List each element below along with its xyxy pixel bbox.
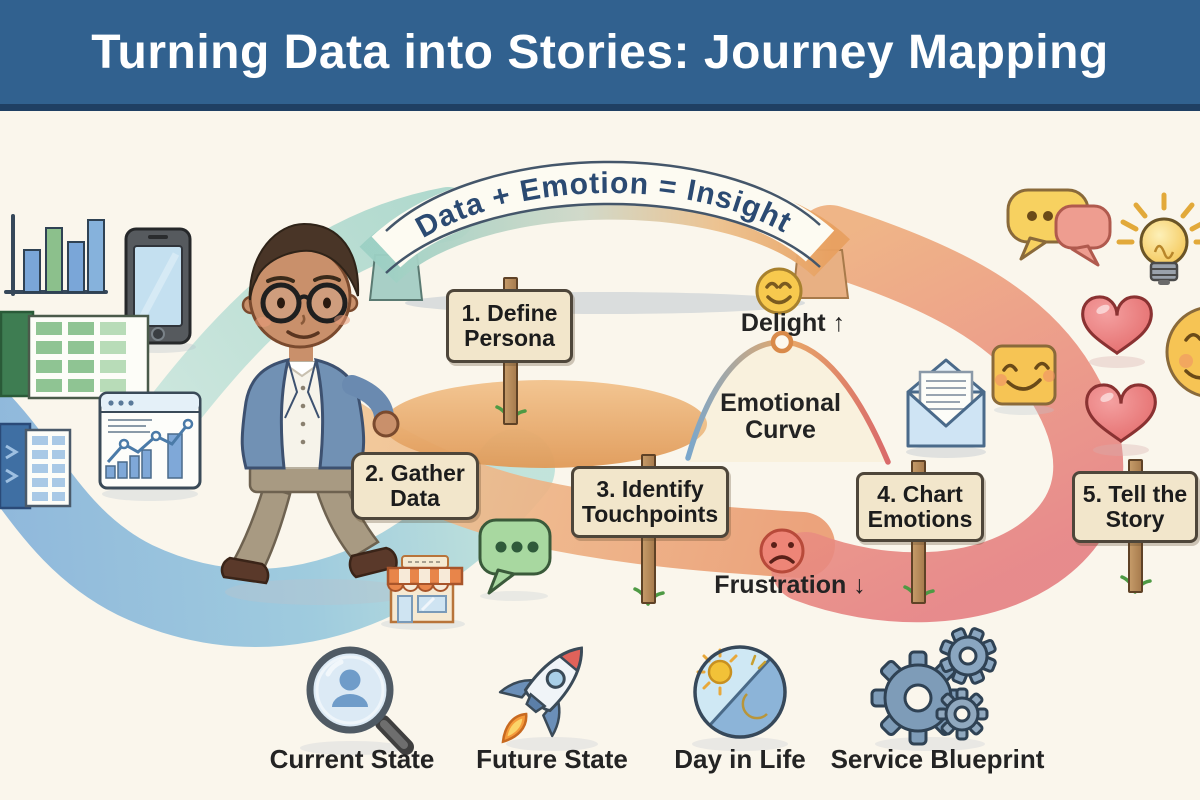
step-sign-identify-touchpoints: 3. Identify Touchpoints bbox=[571, 466, 729, 538]
step-sign-label: 3. Identify Touchpoints bbox=[581, 475, 719, 527]
spreadsheet-green-icon bbox=[0, 310, 150, 400]
heart-icon bbox=[1085, 383, 1157, 456]
rocket-icon bbox=[498, 646, 598, 751]
emotional-curve-line bbox=[685, 330, 891, 465]
legend-label-current-state: Current State bbox=[269, 744, 435, 774]
legend-label-day-in-life: Day in Life bbox=[674, 744, 806, 774]
magnifier-user-icon bbox=[300, 646, 414, 755]
step-sign-define-persona: 1. Define Persona bbox=[446, 289, 573, 363]
analytics-dashboard-icon bbox=[98, 391, 202, 501]
step-sign-label: 1. Define Persona bbox=[461, 299, 558, 351]
header-banner: Turning Data into Stories: Journey Mappi… bbox=[0, 0, 1200, 111]
delight-label: Delight ↑ bbox=[740, 309, 846, 337]
step-sign-chart-emotions: 4. Chart Emotions bbox=[856, 472, 984, 542]
store-icon bbox=[381, 555, 465, 630]
chat-bubbles-icon bbox=[1006, 188, 1112, 267]
step-sign-label: 4. Chart Emotions bbox=[867, 480, 973, 532]
bar-chart-icon bbox=[4, 214, 108, 296]
lightbulb-icon bbox=[1116, 192, 1200, 285]
smiley-delight-icon bbox=[755, 267, 803, 315]
chat-bubble-green-icon bbox=[478, 518, 552, 601]
smiley-square-icon bbox=[991, 344, 1057, 415]
spreadsheet-blue-icon bbox=[0, 422, 72, 510]
walking-person-illustration bbox=[220, 222, 415, 605]
step-sign-label: 2. Gather Data bbox=[365, 459, 465, 511]
sad-face-icon bbox=[759, 528, 805, 574]
gears-icon bbox=[870, 627, 997, 751]
step-sign-gather-data: 2. Gather Data bbox=[351, 452, 479, 520]
frustration-label: Frustration ↓ bbox=[714, 571, 866, 599]
legend-label-future-state: Future State bbox=[476, 744, 628, 774]
emotional-curve-label: Emotional Curve bbox=[720, 389, 841, 444]
envelope-icon bbox=[906, 358, 986, 458]
day-night-icon bbox=[692, 645, 788, 751]
step-sign-tell-the-story: 5. Tell the Story bbox=[1072, 471, 1198, 543]
smiley-round-icon bbox=[1165, 307, 1200, 397]
mound bbox=[383, 380, 707, 468]
page-title: Turning Data into Stories: Journey Mappi… bbox=[91, 25, 1109, 79]
legend-label-service-blueprint: Service Blueprint bbox=[830, 744, 1045, 774]
step-sign-label: 5. Tell the Story bbox=[1082, 480, 1188, 532]
heart-icon bbox=[1081, 295, 1153, 368]
curve-peak-marker bbox=[770, 330, 794, 354]
